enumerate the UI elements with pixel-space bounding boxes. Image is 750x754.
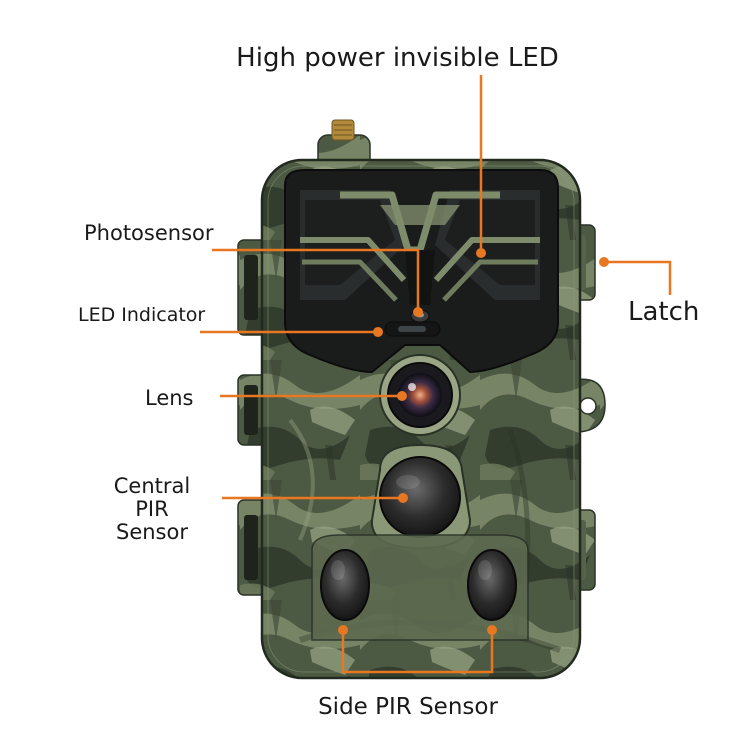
label-lens: Lens xyxy=(145,386,194,410)
callout-latch xyxy=(604,260,672,295)
side-pir-sensors xyxy=(311,534,529,641)
callout-lines xyxy=(200,75,672,674)
callout-photosensor xyxy=(212,248,420,312)
label-central-pir-line1: Central xyxy=(113,474,191,498)
label-central-pir: Central PIR Sensor xyxy=(102,474,202,545)
label-central-pir-line3: Sensor xyxy=(116,520,188,545)
label-latch: Latch xyxy=(628,297,700,327)
ir-led-panel xyxy=(284,169,559,374)
central-pir-sensor xyxy=(370,443,472,550)
label-side-pir: Side PIR Sensor xyxy=(318,694,498,720)
label-high-power-led: High power invisible LED xyxy=(236,43,559,73)
label-photosensor: Photosensor xyxy=(84,221,214,245)
label-central-pir-line2: PIR xyxy=(135,497,169,522)
label-led-indicator: LED Indicator xyxy=(78,304,206,326)
led-indicator xyxy=(384,321,441,337)
lens xyxy=(379,354,461,436)
callout-side-pir xyxy=(341,630,494,674)
